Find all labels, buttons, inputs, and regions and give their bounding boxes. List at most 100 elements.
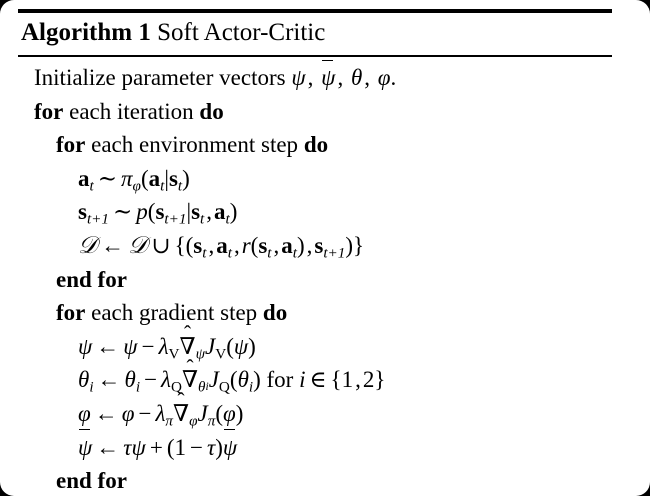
vector-s-7: s [314,232,324,258]
line-update-replay-buffer: 𝒟←𝒟∪{(st,at,r(st,at),st+1)} [78,230,365,262]
line-initialize: Initialize parameter vectors ψ, ψ, θ, φ. [18,59,612,95]
keyword-for-5: for [97,468,127,494]
subscript-i-2: i [135,378,141,396]
symbol-buffer-d-1: 𝒟 [78,230,98,259]
number-one: 1 [174,434,186,460]
vector-s-1: s [168,165,178,191]
symbol-psi-bar-lhs: ψ [78,429,92,465]
subscript-i-4: i [248,378,254,396]
comma-3: , [364,65,370,90]
symbol-theta: θ [350,65,363,90]
vector-s-5: s [193,232,203,258]
vector-s-3: s [155,199,165,225]
nabla-hat-icon-2: ∇ [182,363,198,397]
symbol-psi-lhs: ψ [78,333,93,359]
line-for-gradient-step: for each gradient step do [18,296,612,330]
symbol-phi-arg: φ [223,400,236,426]
subscript-phi-1: φ [132,177,141,195]
subscript-t-plus-1-a: t+1 [86,210,109,228]
keyword-do-1: do [199,98,224,124]
vector-s-4: s [191,199,201,225]
symbol-lambda-pi: λ [155,400,166,426]
subscript-v-2: V [215,345,227,362]
operator-arrow-5: ← [96,434,120,460]
word-iteration: iteration [117,98,194,124]
symbol-theta-arg: θ [237,367,249,393]
line-end-for-gradient-step: end for [18,464,612,496]
operator-sim-1: ∼ [97,165,117,191]
symbol-phi-rhs: φ [121,400,135,426]
rule-top [18,9,612,13]
algorithm-inner: Algorithm 1 Soft Actor-Critic Initialize… [18,0,612,496]
line-update-phi: φ←φ−λπ∇φJπ(φ) [18,397,612,431]
comma-8: , [306,232,313,258]
subscript-t-5: t [225,210,230,228]
line-sample-next-state: st+1∼p(st+1|st,at) [78,199,238,228]
line-end-for-environment-step: end for [18,263,612,297]
subscript-q-1: Q [171,378,182,396]
vector-a-4: a [216,232,228,258]
comma-4: , [206,199,212,225]
word-each-1: each [69,98,112,124]
symbol-psi: ψ [291,65,306,90]
symbol-psi-target: ψ [131,434,146,460]
word-environment-step: environment step [139,132,299,158]
comma-9: , [355,367,361,393]
operator-minus-4: − [189,434,203,460]
symbol-psi-bar-rhs: ψ [223,429,237,465]
symbol-tau-1: τ [123,434,132,460]
subscript-t-plus-1-c: t+1 [323,244,346,262]
symbol-objective-j-1: J [205,333,216,359]
word-each-3: each [91,300,134,326]
comma-1: , [307,65,314,90]
symbol-lambda-q: λ [161,367,172,393]
subscript-phi-2: φ [189,412,198,430]
line-update-theta: θi←θi−λQ∇θiJQ(θi) for i∈{1,2} [18,363,612,397]
symbol-psi-rhs: ψ [123,333,138,359]
operator-arrow-4: ← [94,400,118,426]
symbol-theta-rhs: θ [124,367,136,393]
initialize-text: Initialize parameter vectors [34,65,286,90]
symbol-pi-policy: π [121,165,133,191]
word-for-i: for [266,367,294,393]
algorithm-label: Algorithm 1 [21,19,151,46]
symbol-phi-lhs: φ [78,400,91,426]
operator-arrow-3: ← [97,367,121,393]
subscript-theta-1: θ [198,378,206,396]
subscript-t-8: t [267,244,272,262]
vector-s-2: s [78,199,87,225]
algorithm-name: Soft Actor-Critic [157,19,326,46]
symbol-tau-2: τ [206,434,216,460]
subscript-q-2: Q [218,378,230,396]
comma-6: , [233,232,240,258]
vector-a-1: a [78,165,90,191]
operator-sim-2: ∼ [113,199,133,225]
symbol-buffer-d-2: 𝒟 [128,230,148,259]
keyword-end-2: end [56,468,92,494]
operator-minus-2: − [144,367,158,393]
subscript-pi-2: π [207,412,216,430]
subscript-t-6: t [202,244,207,262]
bar-vertical-1: | [164,165,169,191]
subscript-i-3: i [205,381,209,394]
operator-minus-3: − [138,400,152,426]
symbol-p-transition: p [136,199,148,225]
symbol-lambda-v: λ [158,333,169,359]
vector-s-6: s [258,232,268,258]
line-for-environment-step: for each environment step do [18,128,612,162]
keyword-do-3: do [262,300,288,326]
keyword-for-1: for [34,98,64,124]
operator-cup: ∪ [151,232,171,258]
comma-2: , [337,65,344,90]
vector-a-3: a [213,199,226,225]
set-element-2: 2 [362,367,375,393]
line-update-psi: ψ←ψ−λV∇ψJV(ψ) [18,330,612,364]
symbol-index-i: i [299,367,306,393]
symbol-objective-j-2: J [208,367,219,393]
subscript-t-plus-1-b: t+1 [164,210,187,228]
subscript-psi-1: ψ [195,345,206,362]
vector-a-5: a [281,232,293,258]
bar-vertical-2: | [186,199,192,225]
algorithm-body: Initialize parameter vectors ψ, ψ, θ, φ.… [18,57,612,496]
